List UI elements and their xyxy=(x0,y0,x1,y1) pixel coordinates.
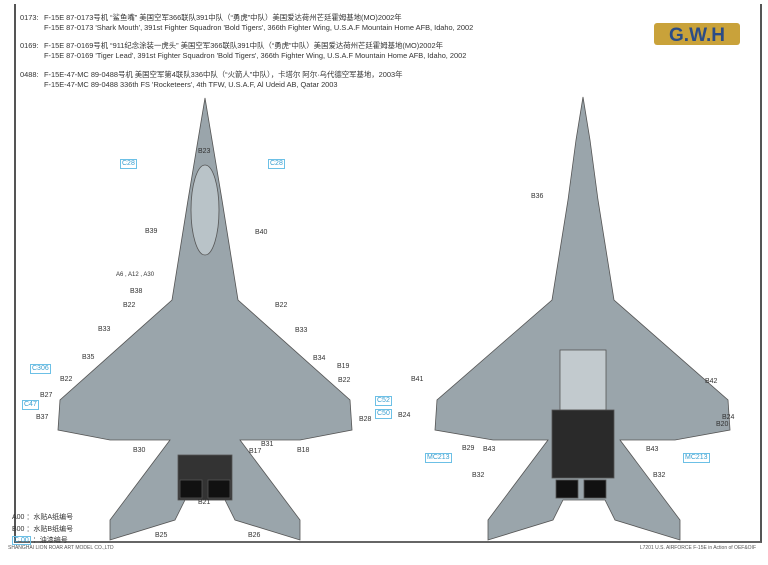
decal-callout: B30 xyxy=(133,447,146,454)
legend-code: B00 xyxy=(12,526,25,533)
decal-callout: B24 xyxy=(398,412,411,419)
decal-callout: B19 xyxy=(337,363,350,370)
gwh-logo: G.W.H xyxy=(654,23,740,46)
aircraft-bottom-view xyxy=(434,96,731,541)
decal-callout: B34 xyxy=(313,355,326,362)
decal-callout: B36 xyxy=(531,193,544,200)
decal-callout: B26 xyxy=(248,532,261,539)
legend-decal-a: A00 ：水贴A纸编号 xyxy=(12,512,73,522)
legend-decal-b: B00 ：水贴B纸编号 xyxy=(12,524,73,534)
decal-callout: B22 xyxy=(338,377,351,384)
decal-callout: B20 xyxy=(716,421,729,428)
decal-callout: B42 xyxy=(705,378,718,385)
paint-callout: C52 xyxy=(375,396,392,406)
scheme-code: 0173: xyxy=(20,13,39,22)
scheme-code: 0488: xyxy=(20,70,39,79)
scheme-0173: 0173: F-15E 87-0173号机 “鲨鱼嘴” 美国空军366联队391中… xyxy=(20,13,473,33)
decal-callout: B40 xyxy=(255,229,268,236)
paint-callout: C28 xyxy=(120,159,137,169)
legend-code: A00 xyxy=(12,514,25,521)
decal-callout: B43 xyxy=(483,446,496,453)
decal-callout: B23 xyxy=(198,148,211,155)
decal-callout: B33 xyxy=(98,326,111,333)
scheme-0488: 0488: F-15E-47-MC 89-0488号机 美国空军第4联队336中队… xyxy=(20,70,403,90)
decal-callout: B35 xyxy=(82,354,95,361)
decal-callout: B25 xyxy=(155,532,168,539)
decal-callout: B28 xyxy=(359,416,372,423)
decal-callout: B22 xyxy=(60,376,73,383)
paint-callout: MC213 xyxy=(425,453,452,463)
decal-callout: B17 xyxy=(249,448,262,455)
decal-callout: B18 xyxy=(297,447,310,454)
decal-callout: B37 xyxy=(36,414,49,421)
decal-callout: B41 xyxy=(411,376,424,383)
paint-callout: C47 xyxy=(22,400,39,410)
legend-text: ：水贴B纸编号 xyxy=(26,526,74,533)
paint-callout: C306 xyxy=(30,364,51,374)
decal-callout: B32 xyxy=(472,472,485,479)
decal-callout: B24 xyxy=(722,414,735,421)
decal-callout: A6 , A12 , A30 xyxy=(116,272,155,278)
decal-callout: B22 xyxy=(123,302,136,309)
legend-text: ：水贴A纸编号 xyxy=(26,514,74,521)
legend-text: ：油漆编号 xyxy=(32,537,68,544)
scheme-desc-cn: F-15E 87-0169号机 “911纪念涂装一虎头” 美国空军366联队39… xyxy=(44,41,444,50)
page-frame xyxy=(14,4,762,543)
footer-kit-title: L7201 U.S. AIRFORCE F-15E in Action of O… xyxy=(639,545,756,551)
decal-callout: B32 xyxy=(653,472,666,479)
decal-callout: B21 xyxy=(198,499,211,506)
decal-callout: B27 xyxy=(40,392,53,399)
decal-callout: B29 xyxy=(462,445,475,452)
decal-callout: B43 xyxy=(646,446,659,453)
decal-callout: B33 xyxy=(295,327,308,334)
scheme-code: 0169: xyxy=(20,41,39,50)
paint-callout: C28 xyxy=(268,159,285,169)
decal-callout: B38 xyxy=(130,288,143,295)
scheme-desc-cn: F-15E 87-0173号机 “鲨鱼嘴” 美国空军366联队391中队（“勇虎… xyxy=(44,13,402,22)
scheme-desc-en: F-15E 87-0173 'Shark Mouth', 391st Fight… xyxy=(44,23,474,32)
svg-text:G.W.H: G.W.H xyxy=(669,25,725,46)
scheme-desc-en: F-15E 87-0169 'Tiger Lead', 391st Fighte… xyxy=(44,51,467,60)
decal-callout: B31 xyxy=(261,441,274,448)
decal-callout: B39 xyxy=(145,228,158,235)
footer-publisher: SHANGHAI LION ROAR ART MODEL CO.,LTD xyxy=(8,545,114,551)
decal-callout: B22 xyxy=(275,302,288,309)
scheme-desc-en: F-15E-47-MC 89-0488 336th FS 'Rocketeers… xyxy=(44,80,338,89)
scheme-desc-cn: F-15E-47-MC 89-0488号机 美国空军第4联队336中队（“火箭人… xyxy=(44,70,403,79)
legend-code: C 00 xyxy=(12,536,31,545)
scheme-0169: 0169: F-15E 87-0169号机 “911纪念涂装一虎头” 美国空军36… xyxy=(20,41,466,61)
paint-callout: MC213 xyxy=(683,453,710,463)
aircraft-top-view xyxy=(57,97,353,541)
paint-callout: C50 xyxy=(375,409,392,419)
legend-paint: C 00 ：油漆编号 xyxy=(12,535,68,545)
